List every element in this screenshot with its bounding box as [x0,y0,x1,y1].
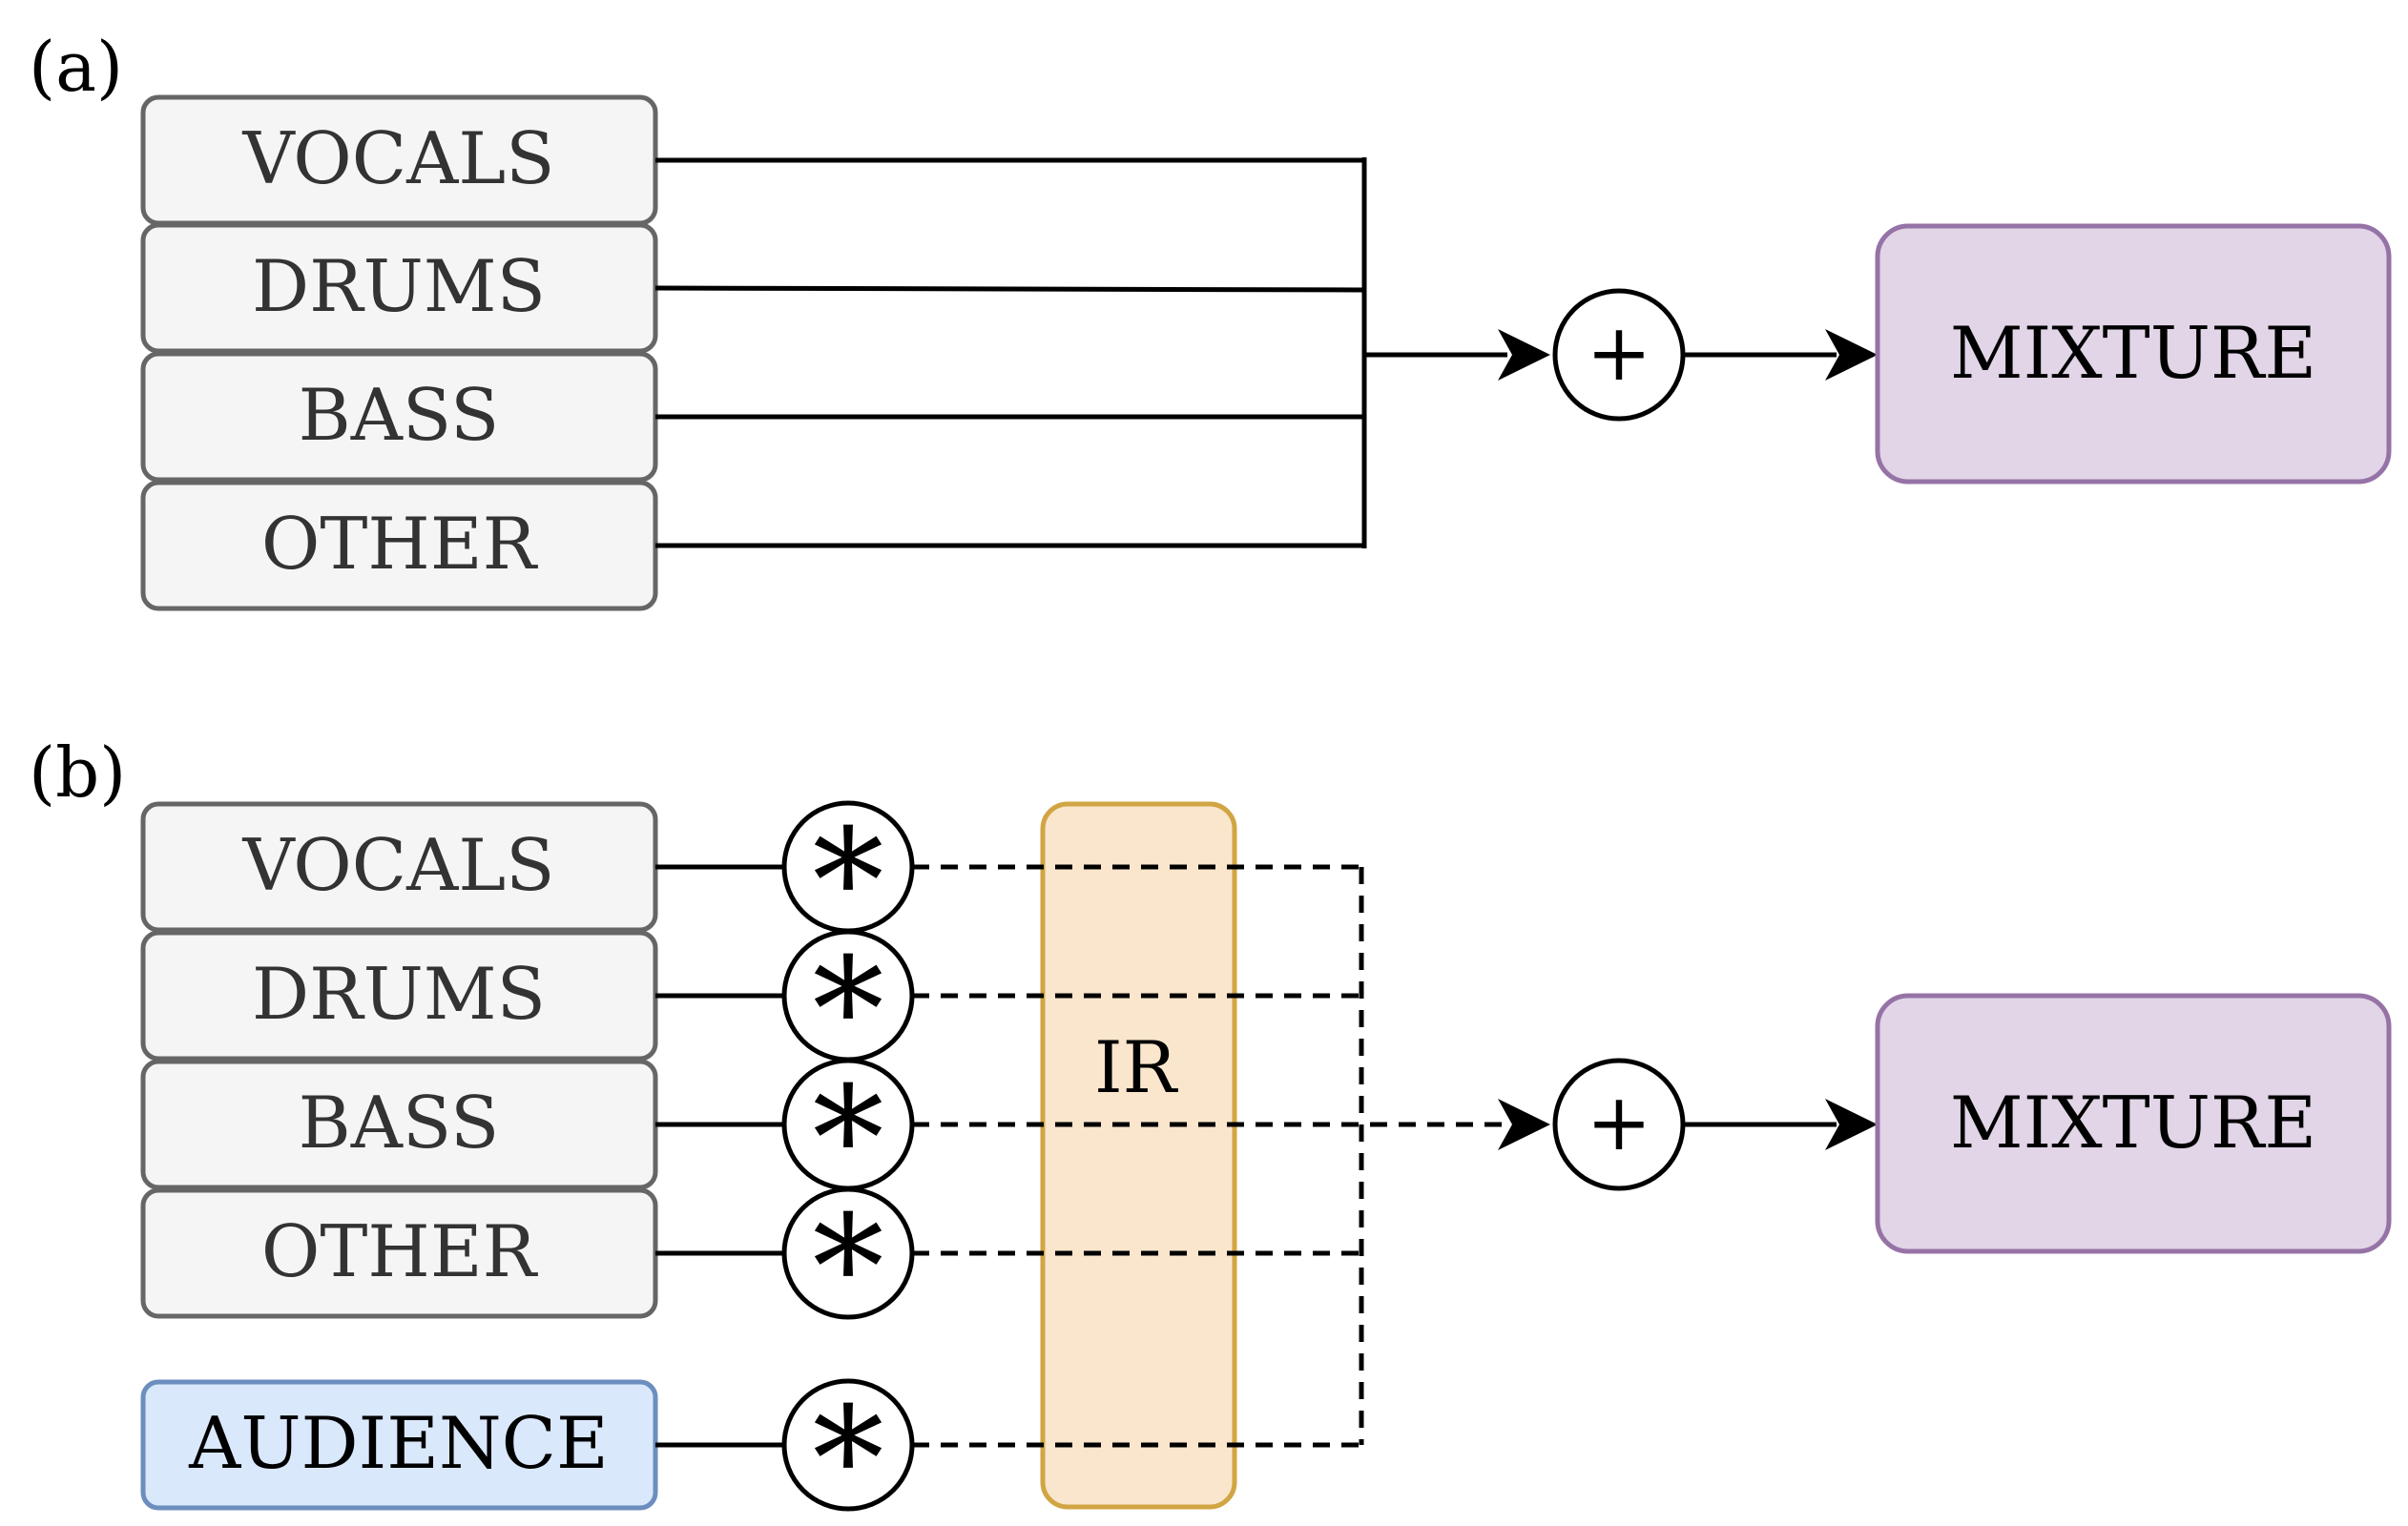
panel-b-arrow-to-sum [1498,1099,1550,1150]
panel-b-conv-other-symbol: * [813,1186,884,1351]
panel-b-ir-label: IR [1094,1025,1179,1109]
panel-a-arrow-to-mixture [1825,329,1878,381]
panel-b-stem-vocals-label: VOCALS [241,823,554,907]
panel-a-stem-other-label: OTHER [261,502,539,586]
panel-a-label: (a) [29,27,123,107]
panel-b-dashed-wires [912,864,1550,1448]
panel-b-conv-other: * [781,1186,915,1351]
panel-b-mixture-label: MIXTURE [1950,1081,2316,1165]
panel-b-audience-label: AUDIENCE [188,1401,609,1485]
panel-b-sum-symbol: + [1587,1078,1652,1168]
panel-b-audience: AUDIENCE [140,1379,658,1511]
panel-b-stem-drums: DRUMS [140,930,658,1062]
panel-b-conv-audience: * [781,1377,915,1526]
panel-a-stem-drums: DRUMS [140,222,658,354]
panel-a-stem-vocals-label: VOCALS [241,116,554,200]
panel-b: (b) IR VOCALS DRUMS BASS OTHER AUDIENCE [29,732,2392,1526]
panel-a-stem-vocals: VOCALS [140,94,658,226]
panel-b-ir-box: IR [1040,801,1237,1510]
panel-a-stem-other: OTHER [140,480,658,611]
panel-a-stem-bass-label: BASS [299,373,500,457]
panel-b-arrow-to-mixture [1825,1099,1878,1150]
panel-a-stem-bass: BASS [140,351,658,483]
panel-b-stem-bass: BASS [140,1059,658,1190]
panel-b-mixture-box: MIXTURE [1875,993,2392,1254]
panel-a-arrow-to-sum [1498,329,1550,381]
panel-b-stem-bass-label: BASS [299,1081,500,1165]
panel-b-stem-drums-label: DRUMS [252,952,546,1036]
panel-b-input-wires [655,864,784,1448]
panel-a-sum-symbol: + [1587,308,1652,399]
panel-a: (a) VOCALS DRUMS BASS OTHER [29,27,2392,611]
panel-a-mixture-label: MIXTURE [1950,311,2316,395]
panel-b-stem-vocals: VOCALS [140,801,658,933]
panel-b-conv-audience-symbol: * [813,1377,884,1526]
panel-a-mixture-box: MIXTURE [1875,223,2392,485]
panel-a-sum-node: + [1552,288,1686,422]
panel-b-sum-node: + [1552,1058,1686,1191]
panel-b-stem-other-label: OTHER [261,1209,539,1293]
panel-b-stem-other: OTHER [140,1187,658,1319]
panel-a-wires [654,157,1550,548]
panel-b-label: (b) [29,732,126,813]
panel-a-stem-drums-label: DRUMS [252,244,546,328]
